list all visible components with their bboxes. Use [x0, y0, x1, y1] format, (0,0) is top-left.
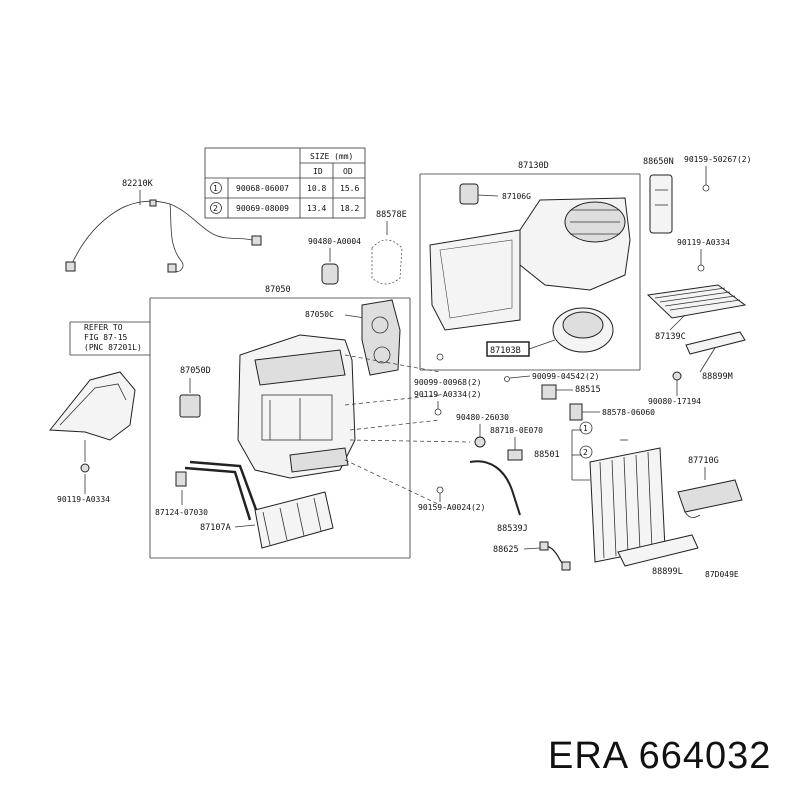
- part-88899l: 88899L 87D049E: [617, 534, 739, 579]
- label-88718-0e070: 88718-0E070: [490, 426, 543, 435]
- part-87710g: 87710G: [677, 456, 743, 519]
- table-row1-id: 10.8: [307, 184, 326, 193]
- label-90480-26030: 90480-26030: [456, 413, 509, 422]
- box-87050: 87050 87050C 87050D 87124-07030 87107A: [149, 285, 471, 559]
- label-90080-17194: 90080-17194: [648, 397, 701, 406]
- label-87107a: 87107A: [200, 523, 231, 533]
- ref-line-2: FIG 87-15: [84, 333, 128, 342]
- label-87050c: 87050C: [305, 310, 334, 319]
- wire-harness: 82210K: [65, 179, 262, 273]
- part-88578e: 88578E: [371, 210, 407, 285]
- label-90480-a0004: 90480-A0004: [308, 237, 361, 246]
- label-82210k: 82210K: [122, 179, 154, 189]
- table-row2-id: 13.4: [307, 204, 326, 213]
- circle-1-marker: [210, 182, 222, 194]
- label-88650n: 88650N: [643, 157, 674, 167]
- callout-2: 2: [583, 448, 588, 457]
- circle-2-marker: [210, 202, 222, 214]
- label-90119-a0334-a: 90119-A0334: [677, 238, 730, 247]
- label-88899m: 88899M: [702, 372, 733, 382]
- table-col-id: ID: [313, 167, 323, 176]
- right-parts: 88650N 90159-50267(2) 90119-A0334 87139C…: [643, 155, 751, 406]
- label-90159-50267: 90159-50267(2): [684, 155, 751, 164]
- label-88625: 88625: [493, 545, 519, 555]
- label-88578e: 88578E: [376, 210, 407, 220]
- table-row1-mark: 1: [213, 184, 218, 193]
- left-duct: REFER TO FIG 87-15 (PNC 87201L) 90119-A0…: [49, 321, 150, 504]
- box-87130d: 87130D 87106G 87103B: [419, 161, 641, 371]
- label-88899l: 88899L: [652, 567, 683, 577]
- table-row1-part: 90068-06007: [236, 184, 289, 193]
- label-88515: 88515: [575, 385, 601, 395]
- diagram-code: 87D049E: [705, 570, 739, 579]
- table-row2-mark: 2: [213, 204, 218, 213]
- footer-part-number: ERA 664032: [548, 735, 772, 777]
- label-90159-a0024: 90159-A0024(2): [418, 503, 485, 512]
- mid-lower-parts: 90480-26030 88718-0E070 88578-06060 8850…: [418, 403, 666, 571]
- label-90099-00968: 90099-00968(2): [414, 378, 481, 387]
- label-87130d: 87130D: [518, 161, 549, 171]
- grommet-90480-a0004: 90480-A0004: [308, 237, 361, 285]
- label-87050d: 87050D: [180, 366, 211, 376]
- label-88539j: 88539J: [497, 524, 528, 534]
- table-row2-part: 90069-08009: [236, 204, 289, 213]
- table-row1-od: 15.6: [340, 184, 359, 193]
- label-87139c: 87139C: [655, 332, 686, 342]
- label-87103b: 87103B: [490, 346, 521, 356]
- table-header-size: SIZE (mm): [310, 152, 353, 161]
- label-90099-04542: 90099-04542(2): [532, 372, 599, 381]
- label-90119-a0334-c: 90119-A0334: [57, 495, 110, 504]
- ref-line-3: (PNC 87201L): [84, 343, 142, 352]
- label-87050: 87050: [265, 285, 291, 295]
- callout-1: 1: [583, 424, 588, 433]
- label-87106g: 87106G: [502, 192, 531, 201]
- label-88578-06060: 88578-06060: [602, 408, 655, 417]
- label-87710g: 87710G: [688, 456, 719, 466]
- table-row2-od: 18.2: [340, 204, 359, 213]
- screws-group: 90099-00968(2) 90119-A0334(2) 90099-0454…: [414, 353, 601, 416]
- label-87124-07030: 87124-07030: [155, 508, 208, 517]
- size-table: SIZE (mm) ID OD 1 90068-06007 10.8 15.6 …: [204, 147, 366, 219]
- table-col-od: OD: [343, 167, 353, 176]
- label-90119-a0334-b: 90119-A0334(2): [414, 390, 481, 399]
- label-88501: 88501: [534, 450, 560, 460]
- ref-line-1: REFER TO: [84, 323, 123, 332]
